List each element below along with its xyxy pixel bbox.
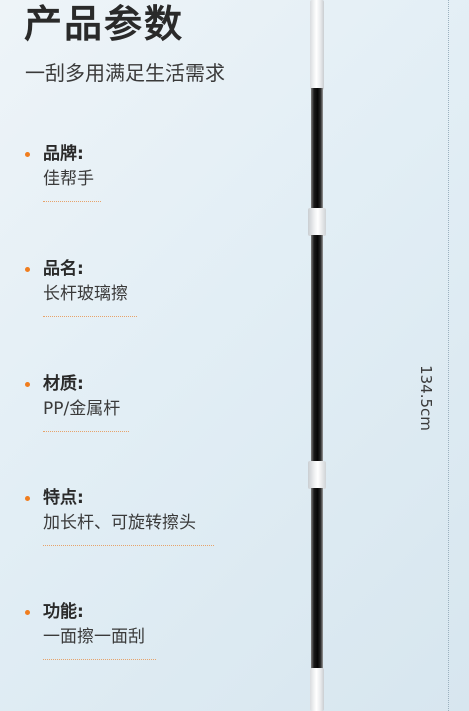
telescopic-pole-image [308, 0, 330, 711]
bullet-dot-icon [25, 382, 30, 387]
page-subtitle: 一刮多用满足生活需求 [25, 61, 225, 85]
pole-middle-segment [311, 235, 323, 463]
spec-item-product-name: 品名: 长杆玻璃擦 [25, 258, 275, 317]
bullet-dot-icon [25, 267, 30, 272]
pole-bottom-segment [310, 668, 324, 711]
bullet-dot-icon [25, 152, 30, 157]
spec-divider [43, 201, 101, 202]
spec-label: 品牌: [43, 144, 84, 164]
spec-item-brand: 品牌: 佳帮手 [25, 143, 275, 202]
bullet-dot-icon [25, 610, 30, 615]
pole-joint [308, 461, 326, 489]
spec-label: 特点: [43, 488, 84, 508]
spec-divider [43, 316, 137, 317]
pole-joint [308, 208, 326, 236]
spec-value: PP/金属杆 [43, 399, 121, 419]
spec-label: 功能: [43, 602, 84, 622]
pole-lower-segment [311, 488, 323, 670]
spec-divider [43, 659, 156, 660]
measurement-line [448, 0, 449, 711]
spec-item-features: 特点: 加长杆、可旋转擦头 [25, 487, 275, 546]
pole-length-label: 134.5cm [417, 365, 435, 431]
spec-divider [43, 545, 214, 546]
spec-label: 材质: [43, 374, 84, 394]
pole-upper-segment [311, 88, 323, 210]
spec-value: 长杆玻璃擦 [43, 284, 128, 304]
spec-value: 加长杆、可旋转擦头 [43, 513, 196, 533]
spec-label: 品名: [43, 259, 84, 279]
page-title: 产品参数 [24, 2, 185, 46]
spec-divider [43, 431, 129, 432]
bullet-dot-icon [25, 496, 30, 501]
spec-item-function: 功能: 一面擦一面刮 [25, 601, 275, 660]
spec-value: 佳帮手 [43, 169, 94, 189]
pole-top-segment [310, 0, 324, 90]
spec-value: 一面擦一面刮 [43, 627, 145, 647]
spec-item-material: 材质: PP/金属杆 [25, 373, 275, 432]
